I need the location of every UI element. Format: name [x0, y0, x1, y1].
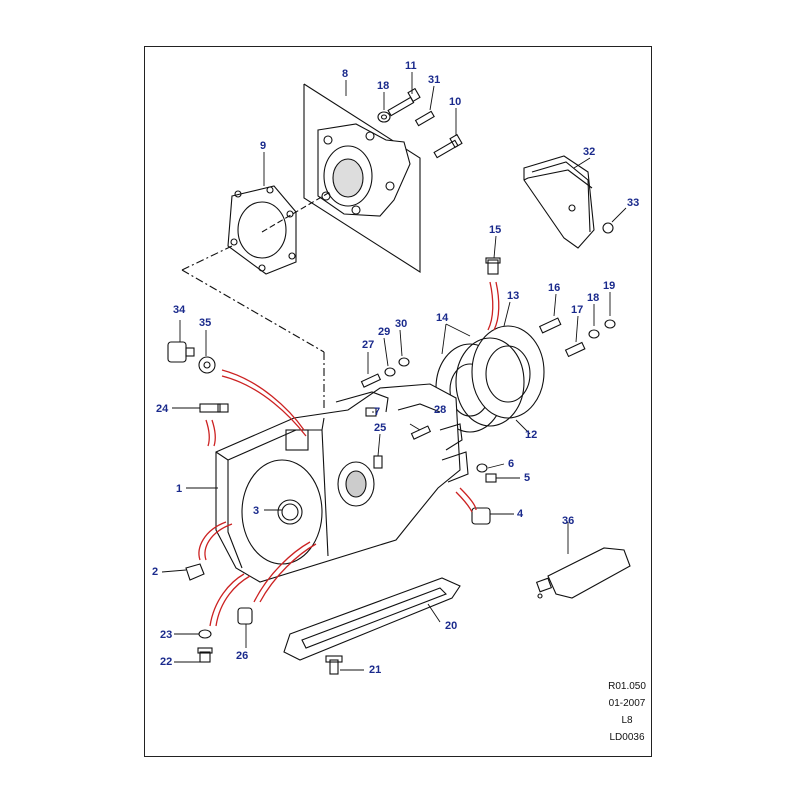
callout-18: 18: [587, 292, 600, 304]
nut-part-33: [602, 222, 614, 234]
sealant-tube-part-36: [535, 547, 631, 599]
callout-24: 24: [156, 403, 169, 415]
callout-9: 9: [260, 140, 267, 152]
housing-part-1: [215, 383, 469, 583]
callout-20: 20: [445, 620, 458, 632]
callout-4: 4: [517, 508, 524, 520]
callout-35: 35: [199, 317, 212, 329]
callout-21: 21: [369, 664, 382, 676]
nut-part-29: [384, 367, 396, 377]
callout-16: 16: [548, 282, 561, 294]
plug-part-5: [485, 473, 497, 483]
seal-part-13: [471, 325, 545, 419]
seal-part-12: [455, 337, 525, 427]
leader-lines: [161, 72, 627, 671]
plug-part-26: [237, 607, 253, 625]
nut-part-18: [588, 329, 600, 339]
callout-15: 15: [489, 224, 502, 236]
callout-31: 31: [428, 74, 441, 86]
plug-part-7: [365, 407, 377, 417]
callout-19: 19: [603, 280, 616, 292]
callout-8: 8: [342, 68, 349, 80]
callout-12: 12: [525, 429, 538, 441]
washer-part-6: [476, 463, 488, 473]
callout-2: 2: [152, 566, 159, 578]
callout-32: 32: [583, 146, 596, 158]
callout-3: 3: [253, 505, 260, 517]
callout-14: 14: [436, 312, 449, 324]
drawing-date: 01-2007: [608, 698, 646, 709]
callout-11: 11: [405, 60, 417, 72]
washer-part-23: [198, 629, 212, 639]
callout-36: 36: [562, 515, 575, 527]
callout-30: 30: [395, 318, 408, 330]
bolt-part-16: [538, 317, 562, 334]
plug-part-34: [167, 341, 195, 363]
bolt-part-22: [197, 647, 213, 663]
callout-1: 1: [176, 483, 183, 495]
washer-part-35: [198, 356, 216, 374]
flange-part-8: [317, 123, 411, 217]
callout-27: 27: [362, 339, 375, 351]
bolt-part-27: [360, 373, 382, 388]
gasket-part-20: [283, 577, 461, 661]
bolt-part-15: [485, 257, 501, 275]
guard-part-32: [523, 155, 595, 249]
bolt-part-31: [414, 110, 435, 127]
gasket-part-9: [227, 185, 297, 275]
callout-22: 22: [160, 656, 173, 668]
callout-33: 33: [627, 197, 640, 209]
plug-part-4: [471, 507, 491, 525]
callout-7: 7: [374, 406, 381, 418]
bolt-part-21: [325, 655, 343, 675]
callout-34: 34: [173, 304, 186, 316]
callout-17: 17: [571, 304, 584, 316]
callout-25: 25: [374, 422, 387, 434]
drawing-model: L8: [621, 715, 633, 726]
callout-6: 6: [508, 458, 515, 470]
bolt-part-10: [433, 133, 463, 159]
red-lines: [198, 281, 500, 627]
flange-group-panel: [303, 83, 421, 274]
callout-18-top: 18: [377, 80, 390, 92]
plug-part-2: [185, 563, 205, 581]
bolt-part-24: [199, 403, 229, 413]
drawing-reference: R01.050: [608, 681, 646, 692]
nut-part-30: [398, 357, 410, 367]
callout-29: 29: [378, 326, 391, 338]
callout-28: 28: [434, 404, 447, 416]
bolt-part-11: [387, 87, 421, 117]
callout-26: 26: [236, 650, 249, 662]
callout-10: 10: [449, 96, 462, 108]
nut-part-18-top: [377, 111, 391, 123]
callout-13: 13: [507, 290, 520, 302]
callout-23: 23: [160, 629, 173, 641]
callout-5: 5: [524, 472, 531, 484]
bolt-part-17: [564, 341, 586, 358]
drawing-code: LD0036: [609, 732, 645, 743]
plug-part-3: [281, 503, 299, 521]
nut-part-19: [604, 319, 616, 329]
